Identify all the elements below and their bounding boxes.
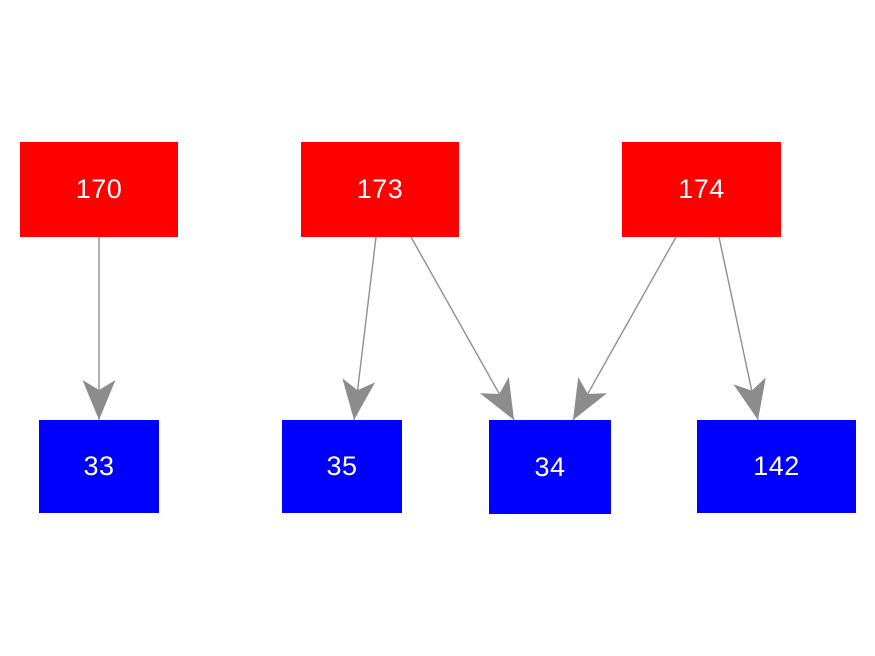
edge-174-142 (718, 236, 759, 421)
arrowhead-173-35 (342, 378, 376, 420)
node-label-174: 174 (678, 174, 725, 204)
node-142: 142 (697, 420, 856, 513)
edge-173-35 (353, 236, 377, 421)
node-label-170: 170 (75, 174, 123, 204)
node-label-173: 173 (356, 174, 404, 204)
edge-174-34 (572, 236, 677, 421)
arrowhead-173-34 (480, 377, 514, 420)
node-label-35: 35 (326, 451, 358, 481)
node-173: 173 (301, 142, 459, 237)
edge-173-34 (410, 236, 515, 421)
node-35: 35 (282, 420, 402, 513)
node-label-34: 34 (534, 451, 566, 482)
node-label-33: 33 (83, 451, 115, 481)
arrowhead-170-33 (82, 380, 116, 420)
node-174: 174 (622, 142, 781, 237)
node-33: 33 (39, 420, 159, 513)
arrowhead-174-142 (733, 377, 766, 420)
arrowhead-174-34 (573, 377, 607, 420)
node-34: 34 (489, 420, 611, 514)
node-label-142: 142 (753, 451, 800, 481)
node-170: 170 (20, 142, 178, 237)
